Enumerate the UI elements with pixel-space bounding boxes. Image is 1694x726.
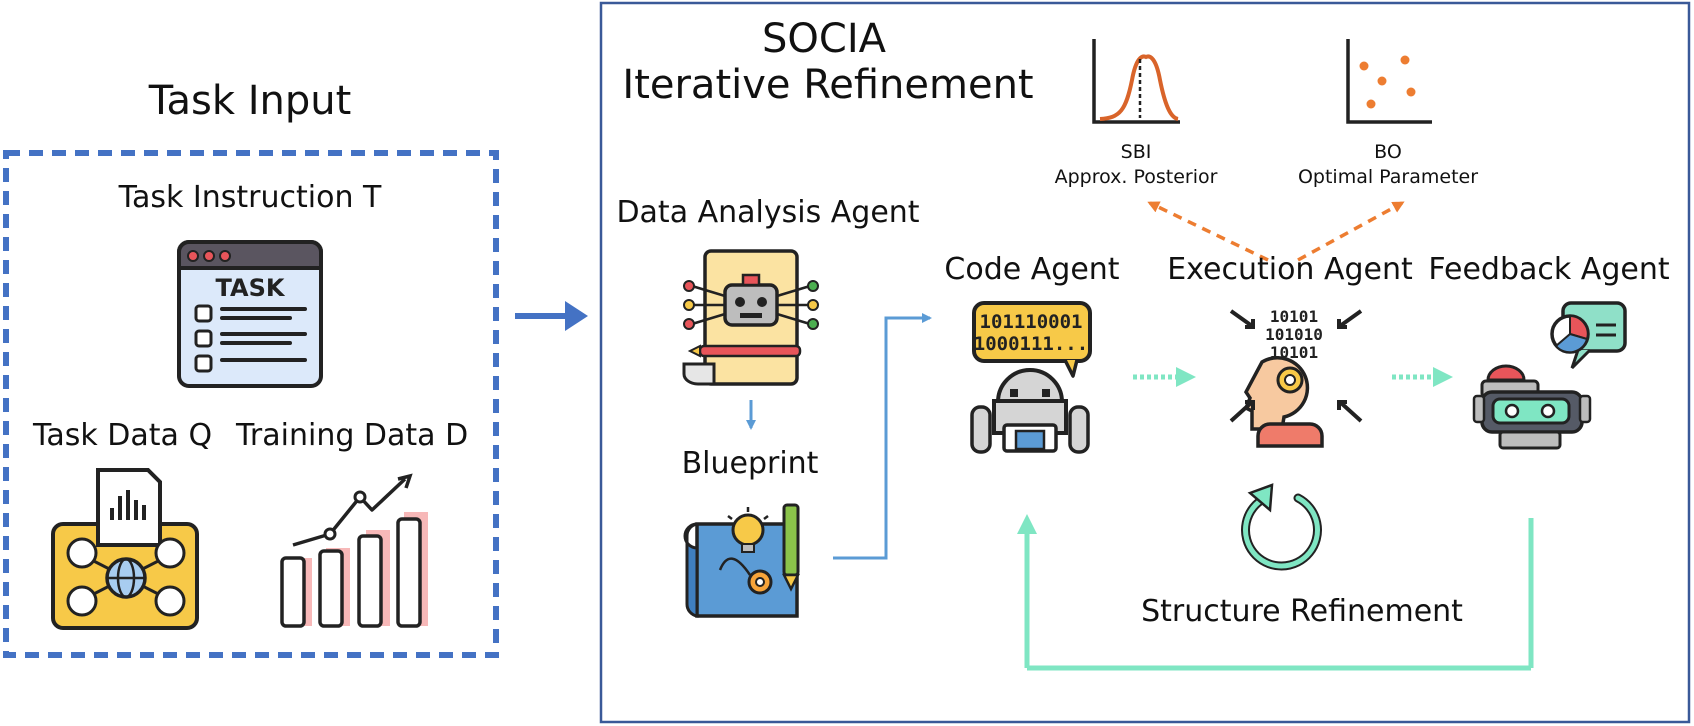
- execution-to-sbi-arrow: [1147, 201, 1269, 262]
- task-input-box: [3, 150, 499, 658]
- growth-chart-icon: [280, 473, 428, 628]
- task-window-icon: [177, 240, 323, 388]
- data-analysis-agent-label: Data Analysis Agent: [616, 195, 920, 230]
- bo-caption: BO Optimal Parameter: [1298, 140, 1478, 190]
- training-data-label: Training Data D: [236, 418, 469, 453]
- exec-bits-line3: 10101: [1270, 343, 1318, 362]
- task-input-title: Task Input: [148, 78, 352, 124]
- sbi-subtitle: Approx. Posterior: [1054, 166, 1218, 188]
- socia-title-line2: Iterative Refinement: [622, 62, 1034, 108]
- database-network-icon: [51, 468, 199, 630]
- code-agent-label: Code Agent: [944, 252, 1120, 287]
- feedback-robot-icon: [1472, 301, 1627, 450]
- execution-agent-label: Execution Agent: [1167, 252, 1413, 287]
- code-bubble-line1: 101110001: [980, 311, 1083, 333]
- refresh-icon: [1241, 483, 1322, 571]
- exec-bits-line2: 101010: [1265, 325, 1323, 344]
- bo-subtitle: Optimal Parameter: [1297, 166, 1479, 188]
- robot-document-icon: [682, 249, 819, 386]
- posterior-curve-icon: [1092, 39, 1180, 124]
- ai-head-icon: [1229, 309, 1363, 448]
- blueprint-icon: [683, 503, 801, 618]
- bo-title: BO: [1374, 141, 1402, 163]
- feedback-agent-label: Feedback Agent: [1428, 252, 1670, 287]
- socia-title-line1: SOCIA: [762, 16, 886, 62]
- task-instruction-label: Task Instruction T: [118, 180, 382, 215]
- input-to-socia-arrowhead: [565, 301, 588, 331]
- task-card-text: TASK: [216, 274, 286, 302]
- scatter-plot-icon: [1346, 39, 1432, 124]
- blueprint-label: Blueprint: [681, 446, 819, 481]
- socia-frame: [599, 1, 1691, 724]
- task-data-label: Task Data Q: [33, 418, 213, 453]
- structure-refinement-loop: [1017, 514, 1534, 671]
- structure-refinement-label: Structure Refinement: [1141, 594, 1463, 629]
- execution-to-bo-arrow: [1297, 201, 1405, 262]
- code-bubble-line2: 1000111...: [974, 333, 1088, 355]
- exec-bits-line1: 10101: [1270, 307, 1318, 326]
- blueprint-to-code-connector: [833, 313, 932, 560]
- sbi-caption: SBI Approx. Posterior: [1055, 140, 1218, 190]
- sbi-title: SBI: [1120, 141, 1152, 163]
- code-robot-icon: [970, 301, 1092, 454]
